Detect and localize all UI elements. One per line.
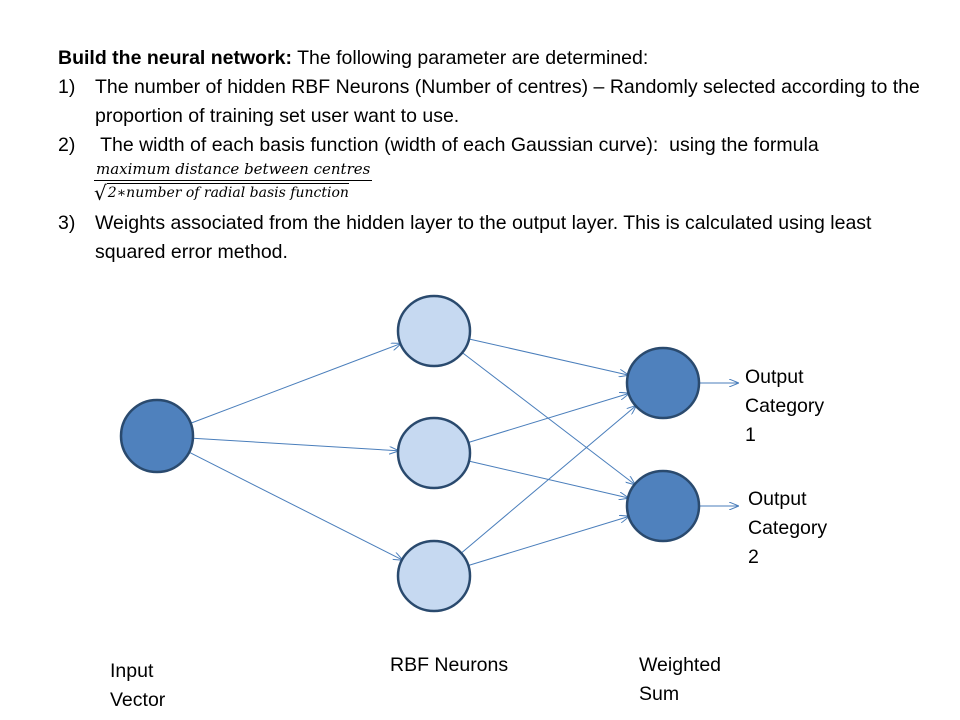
weighted-sum-label: Weighted Sum xyxy=(639,654,722,705)
connection-input-neuron-to-rbf-neuron-3 xyxy=(188,451,402,560)
formula-numerator: maximum distance between centres xyxy=(94,160,373,181)
connection-rbf-neuron-2-to-output-neuron-1 xyxy=(468,393,628,443)
square-root-symbol: √ xyxy=(94,181,107,205)
list-item-text: Weights associated from the hidden layer… xyxy=(95,212,872,263)
connection-rbf-neuron-1-to-output-neuron-1 xyxy=(468,338,628,375)
list-number: 3) xyxy=(58,212,76,234)
heading-bold: Build the neural network: xyxy=(58,47,293,69)
connection-rbf-neuron-3-to-output-neuron-1 xyxy=(460,406,636,554)
connection-input-neuron-to-rbf-neuron-2 xyxy=(192,437,398,451)
input-vector-label: Input Vector xyxy=(110,660,166,711)
list-item-text: The number of hidden RBF Neurons (Number… xyxy=(95,76,920,127)
list-item-text: The width of each basis function (width … xyxy=(95,134,819,156)
heading-rest: The following parameter are determined: xyxy=(292,47,649,69)
description-text: Build the neural network: The following … xyxy=(58,44,938,160)
output-category-1-label: Output Category 1 xyxy=(745,366,825,446)
formula-radicand: 2∗number of radial basis function xyxy=(106,183,349,201)
list-number: 2) xyxy=(58,134,76,156)
connection-rbf-neuron-3-to-output-neuron-2 xyxy=(468,516,628,566)
rbf-neuron-1 xyxy=(396,294,472,368)
width-formula: maximum distance between centres √ 2∗num… xyxy=(94,160,373,203)
list-item-1: 1) The number of hidden RBF Neurons (Num… xyxy=(58,73,938,131)
formula-denominator: √ 2∗number of radial basis function xyxy=(94,181,372,203)
output-neuron-2 xyxy=(625,469,701,543)
output-neuron-1 xyxy=(625,346,701,420)
connection-lines xyxy=(188,338,738,566)
neurons xyxy=(119,294,701,613)
rbf-neuron-2 xyxy=(396,416,472,490)
input-neuron xyxy=(119,398,195,474)
rbf-neurons-label: RBF Neurons xyxy=(390,654,509,676)
connection-input-neuron-to-rbf-neuron-1 xyxy=(190,344,401,424)
list-item-2: 2) The width of each basis function (wid… xyxy=(58,131,938,160)
list-item-3: 3) Weights associated from the hidden la… xyxy=(58,209,938,267)
output-category-2-label: Output Category 2 xyxy=(748,488,828,568)
heading: Build the neural network: The following … xyxy=(58,44,938,73)
rbf-neuron-3 xyxy=(396,539,472,613)
list-number: 1) xyxy=(58,76,76,98)
